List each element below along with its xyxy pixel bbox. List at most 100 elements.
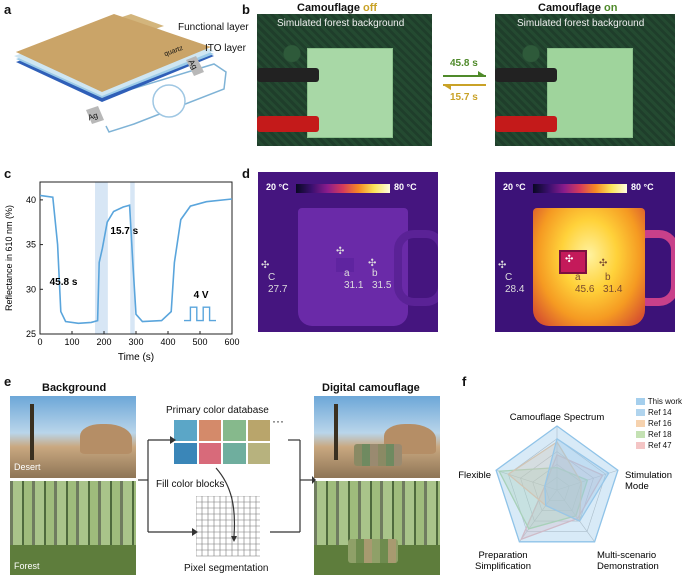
point-a-label-on: a [575,272,581,283]
color-swatch [247,443,270,464]
color-swatch [198,443,221,464]
legend-item: This work [636,396,682,407]
legend-label: Ref 18 [648,430,672,439]
crosshair-a-on: ✣ [565,254,574,265]
radar-series-polygon [544,437,610,522]
y-tick-label: 25 [26,329,36,339]
forest-floor [10,545,136,575]
legend-item: Ref 16 [636,418,682,429]
legend-swatch [636,431,645,438]
thermal-image-off: 20 °C 80 °C ✣ C 27.7 ✣ a 31.1 ✣ b 31.5 [258,172,438,332]
annotation-voltage: 4 V [194,290,209,301]
radar-axis-label: Flexible [458,470,491,481]
forest-bg-label-right: Simulated forest background [517,18,645,29]
legend-swatch [636,409,645,416]
radar-series-polygon [498,466,589,530]
crosshair-b-on: ✣ [599,258,608,269]
forest-photo: Forest [10,481,136,575]
point-c-label-on: C [505,272,513,283]
color-swatch [174,443,197,464]
forest-camouflage-photo [314,481,440,575]
crosshair-c-on: ✣ [498,260,507,271]
clip-red-off [257,116,319,132]
clip-red-on [495,116,557,132]
flow-arrows [138,436,316,542]
crosshair-b-off: ✣ [368,258,377,269]
legend-swatch [636,442,645,449]
panel-e-label: e [4,374,12,389]
primary-color-db-label: Primary color database [166,405,269,416]
y-axis-label: Reflectance in 610 nm (%) [4,205,14,311]
radar-grid-ring [544,476,570,501]
point-c-value-on: 28.4 [505,284,525,295]
point-a-value-on: 45.6 [575,284,595,295]
camouflage-on-prefix: Camouflage [538,2,605,14]
color-swatch [223,443,246,464]
color-swatch [174,420,197,441]
device-schematic [14,14,227,133]
panel-b-label: b [242,2,250,17]
x-tick-label: 200 [96,337,111,347]
color-database-grid [174,420,270,464]
point-a-value-off: 31.1 [344,280,364,291]
radar-series-polygon [495,425,619,543]
legend-item: Ref 18 [636,429,682,440]
point-c-label-off: C [268,272,276,283]
ito-layer-label: ITO layer [205,43,246,54]
legend-label: Ref 47 [648,441,672,450]
x-tick-label: 600 [224,337,239,347]
thermal-image-on: 20 °C 80 °C ✣ C 28.4 ✣ a 45.6 ✣ b 31.4 [495,172,675,332]
switch-arrows [443,71,486,90]
functional-layer-label: Functional layer [178,22,249,33]
mug-handle-off [394,230,438,306]
ellipsis: ··· [272,414,284,428]
thermal-max-off: 80 °C [394,182,417,192]
digital-camouflage-title: Digital camouflage [322,382,420,394]
radar-axis-label: Camouflage Spectrum [510,412,605,423]
annotation-15-7: 15.7 s [110,226,138,237]
radar-spoke [496,469,558,491]
thermal-colorbar-on [533,184,627,193]
mug-body-on [533,208,645,326]
legend-label: Ref 16 [648,419,672,428]
joshua-tree-2 [334,404,338,460]
radar-axis-label: Simplification [475,561,531,572]
desert-photo: Desert [10,396,136,478]
x-tick-label: 100 [64,337,79,347]
thermal-max-on: 80 °C [631,182,654,192]
x-tick-label: 300 [128,337,143,347]
camouflage-off-title: Camouflage off [297,2,377,14]
legend-label: This work [647,397,682,406]
switch-time-back: 15.7 s [450,92,478,103]
x-tick-label: 500 [192,337,207,347]
camouflage-off-prefix: Camouflage [297,2,364,14]
joshua-tree [30,404,34,460]
radar-series-polygon [520,453,604,541]
color-swatch [223,420,246,441]
x-tick-label: 0 [37,337,42,347]
point-a-label-off: a [344,268,350,279]
radar-axis-label: Demonstration [597,561,659,572]
radar-axis-label: Multi-scenario [597,550,656,561]
point-b-label-on: b [605,272,611,283]
panel-d-label: d [242,166,250,181]
forest-bg-label-left: Simulated forest background [277,18,405,29]
voltage-waveform [184,306,216,322]
radar-axis-label: Stimulation [625,470,672,481]
thermal-min-on: 20 °C [503,182,526,192]
x-tick-label: 400 [160,337,175,347]
camouflaged-jeep-desert [354,444,402,466]
photo-camouflage-off: Simulated forest background [257,14,432,146]
camouflaged-jeep-forest [348,539,398,563]
legend-item: Ref 14 [636,407,682,418]
radar-axis-label: Mode [625,481,649,492]
y-tick-label: 35 [26,240,36,250]
pixel-segmentation-label: Pixel segmentation [184,563,269,574]
shaded-region [95,182,108,334]
point-c-value-off: 27.7 [268,284,288,295]
device-spot-off [336,258,354,272]
legend-item: Ref 47 [636,440,682,451]
desert-label: Desert [14,462,41,472]
desert-camouflage-photo [314,396,440,478]
